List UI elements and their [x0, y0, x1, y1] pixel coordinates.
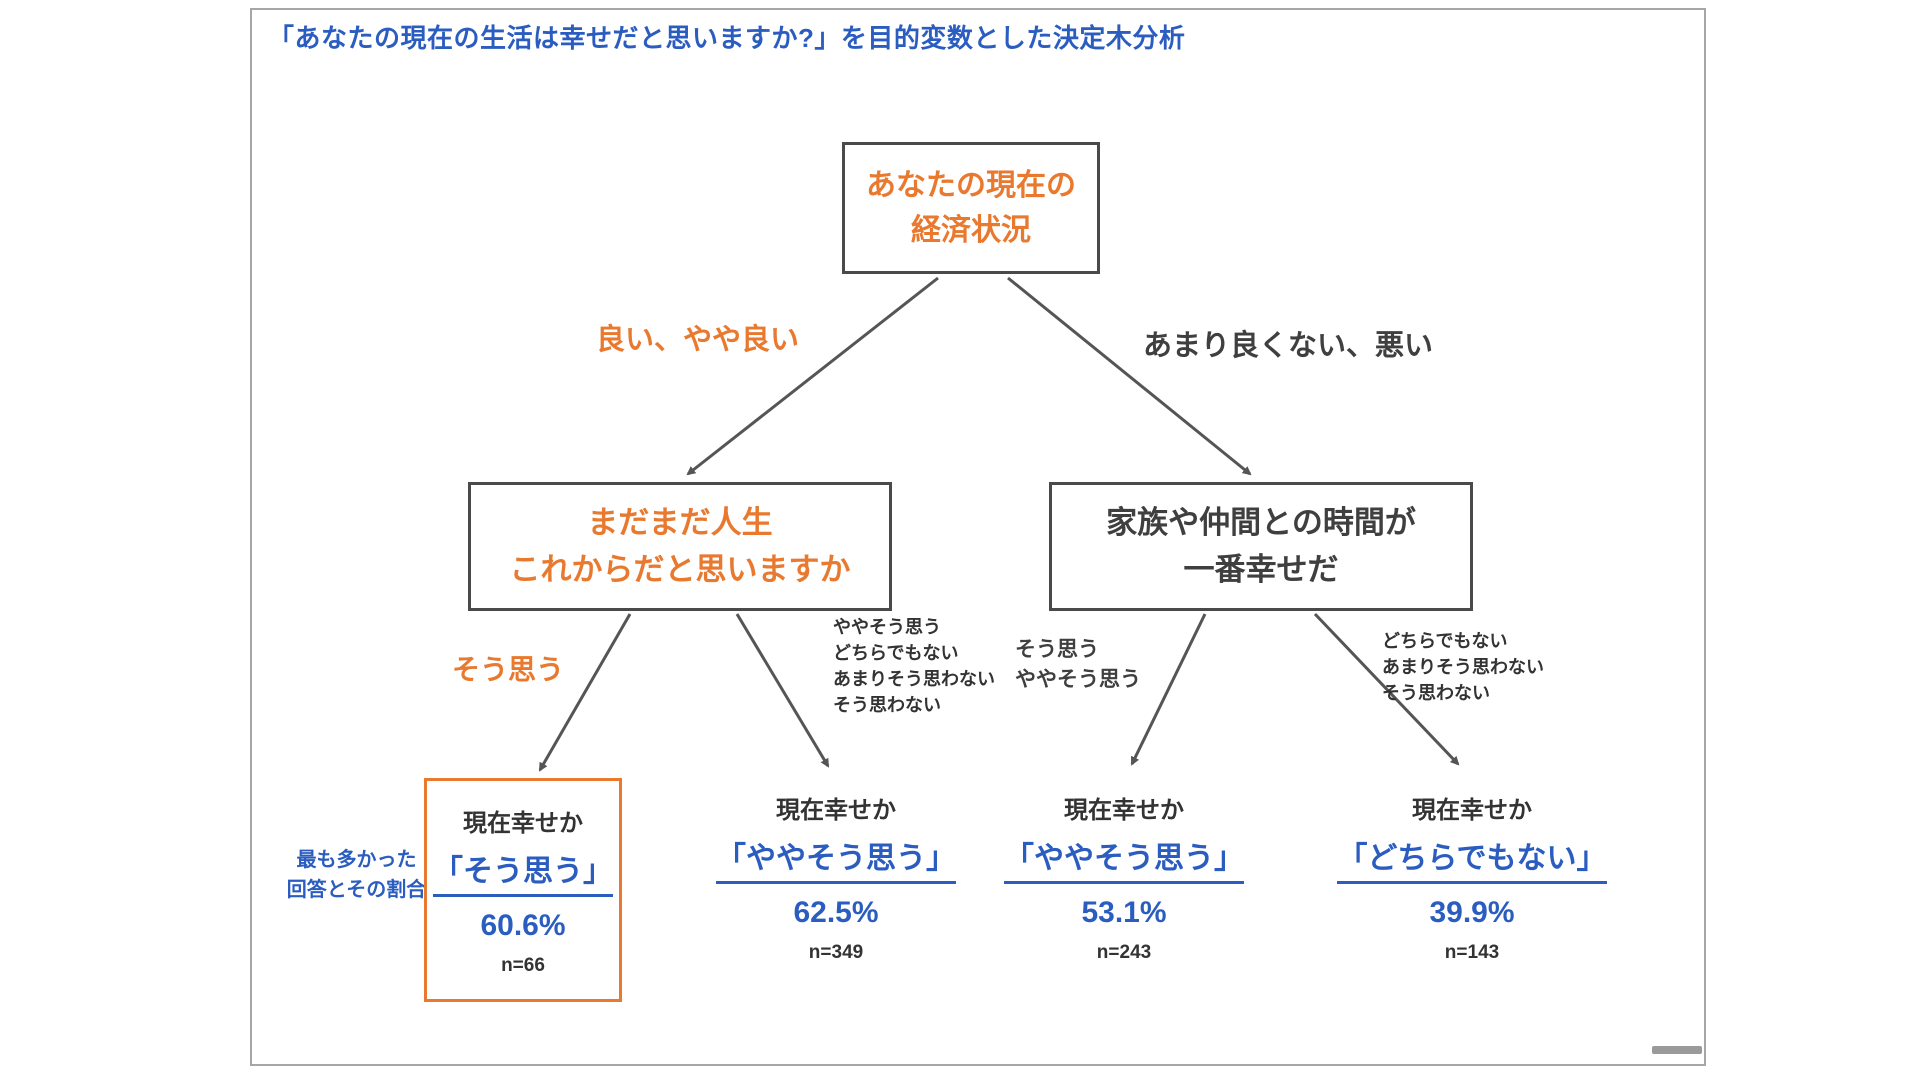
- branch-label-right-agree: そう思う ややそう思う: [1015, 635, 1141, 696]
- diagram-title: 「あなたの現在の生活は幸せだと思いますか?」を目的変数とした決定木分析: [268, 23, 1186, 53]
- branch-line: ややそう思う: [1015, 668, 1141, 692]
- leaf-n: n=349: [808, 942, 864, 963]
- root-node-economic-status: あなたの現在の 経済状況: [842, 142, 1100, 274]
- leaf-node-2: 現在幸せか 「ややそう思う」 62.5% n=349: [686, 790, 986, 964]
- leaf-question: 現在幸せか: [1064, 797, 1184, 824]
- branch-line: どちらでもない: [1382, 631, 1508, 651]
- annotation-line1: 最も多かった: [296, 849, 417, 871]
- node-life-ahead-line1: まだまだ人生: [587, 505, 773, 540]
- root-node-line1: あなたの現在の: [866, 169, 1076, 202]
- leaf-percent: 53.1%: [1081, 896, 1167, 929]
- leaf-percent: 62.5%: [793, 896, 879, 929]
- root-node-line2: 経済状況: [911, 214, 1031, 247]
- node-family-time-line1: 家族や仲間との時間が: [1106, 505, 1416, 540]
- node-family-time: 家族や仲間との時間が 一番幸せだ: [1049, 482, 1473, 611]
- leaf-n: n=243: [1096, 942, 1152, 963]
- branch-label-not-good: あまり良くない、悪い: [1143, 330, 1434, 362]
- node-life-ahead-line2: これからだと思いますか: [509, 551, 851, 587]
- leaf-question: 現在幸せか: [1412, 797, 1532, 824]
- branch-label-good: 良い、やや良い: [596, 324, 800, 356]
- node-family-time-line2: 一番幸せだ: [1183, 551, 1339, 587]
- leaf-n: n=66: [501, 955, 545, 976]
- branch-label-right-other: どちらでもない あまりそう思わない そう思わない: [1382, 628, 1544, 706]
- branch-line: ややそう思う: [833, 617, 941, 637]
- leaf-question: 現在幸せか: [776, 797, 896, 824]
- branch-label-left-other: ややそう思う どちらでもない あまりそう思わない そう思わない: [833, 614, 995, 718]
- leaf-question: 現在幸せか: [463, 810, 583, 837]
- annotation-line2: 回答とその割合: [286, 879, 427, 901]
- branch-line: あまりそう思わない: [1382, 657, 1544, 678]
- node-life-ahead: まだまだ人生 これからだと思いますか: [468, 482, 892, 611]
- leaf-answer: 「そう思う」: [433, 846, 613, 897]
- leaf-node-4: 現在幸せか 「どちらでもない」 39.9% n=143: [1322, 790, 1622, 964]
- leaf-percent: 39.9%: [1429, 896, 1515, 929]
- leaf-percent: 60.6%: [480, 909, 566, 942]
- branch-line: そう思わない: [833, 695, 941, 716]
- leaf-answer: 「どちらでもない」: [1337, 833, 1607, 884]
- leaf-answer: 「ややそう思う」: [1004, 833, 1244, 884]
- scrollbar-thumb[interactable]: [1652, 1046, 1702, 1054]
- branch-line: どちらでもない: [833, 643, 959, 664]
- annotation-most-common: 最も多かった 回答とその割合: [284, 845, 429, 905]
- branch-line: そう思う: [1015, 638, 1099, 661]
- branch-line: あまりそう思わない: [833, 669, 995, 690]
- leaf-n: n=143: [1444, 942, 1500, 963]
- leaf-node-1: 現在幸せか 「そう思う」 60.6% n=66: [424, 778, 622, 1002]
- leaf-answer: 「ややそう思う」: [716, 833, 956, 884]
- branch-label-agree: そう思う: [452, 654, 565, 685]
- leaf-node-3: 現在幸せか 「ややそう思う」 53.1% n=243: [974, 790, 1274, 964]
- branch-line: そう思わない: [1382, 683, 1490, 704]
